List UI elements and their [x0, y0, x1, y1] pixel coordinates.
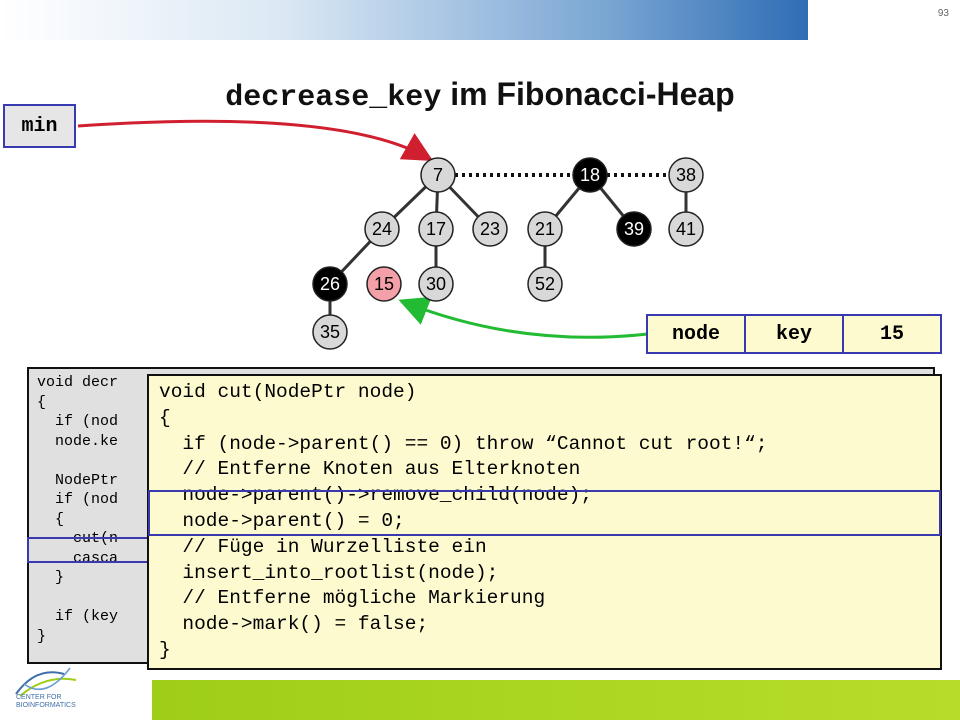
heap-node-39: 39 — [616, 211, 652, 247]
header-gradient-bar — [0, 0, 808, 40]
heap-node-circle — [472, 211, 508, 247]
tree-edges — [328, 173, 688, 332]
heap-node-circle — [527, 211, 563, 247]
node-cell: node — [646, 314, 746, 354]
heap-node-circle — [418, 211, 454, 247]
heap-node-41: 41 — [668, 211, 704, 247]
heap-node-18: 18 — [572, 157, 608, 193]
code-line: node->parent() = 0; — [159, 509, 405, 532]
heap-node-38: 38 — [668, 157, 704, 193]
heap-node-circle — [572, 157, 608, 193]
heap-node-circle — [420, 157, 456, 193]
min-pointer-box: min — [3, 104, 76, 148]
heap-node-label: 38 — [676, 165, 696, 185]
code-line: node->parent()->remove_child(node); — [159, 484, 592, 507]
heap-node-17: 17 — [418, 211, 454, 247]
heap-node-circle — [616, 211, 652, 247]
logo-line2: BIOINFORMATICS — [16, 702, 76, 709]
heap-node-circle — [527, 266, 563, 302]
heap-node-circle — [418, 266, 454, 302]
heap-node-circle — [668, 157, 704, 193]
heap-node-label: 41 — [676, 219, 696, 239]
heap-node-52: 52 — [527, 266, 563, 302]
heap-node-21: 21 — [527, 211, 563, 247]
code-line: { — [37, 393, 47, 411]
heap-node-label: 35 — [320, 322, 340, 342]
code-line: NodePtr — [37, 471, 119, 489]
node-pointer-arrow — [398, 296, 649, 339]
code-line: node.ke — [37, 432, 119, 450]
heap-node-7: 7 — [420, 157, 456, 193]
heap-node-label: 17 — [426, 219, 446, 239]
code-line: // Entferne mögliche Markierung — [159, 587, 546, 610]
code-line: } — [37, 569, 65, 586]
cut-function-code: void cut(NodePtr node) { if (node->parent… — [147, 374, 942, 670]
code-line: { — [159, 406, 171, 429]
title-code: decrease_key — [225, 81, 442, 115]
title-text: im Fibonacci-Heap — [441, 76, 735, 112]
slide-title: decrease_key im Fibonacci-Heap — [0, 76, 960, 115]
heap-node-circle — [312, 314, 348, 350]
code-line: // Füge in Wurzelliste ein — [159, 535, 487, 558]
heap-node-label: 23 — [480, 219, 500, 239]
code-line: if (nod — [37, 491, 119, 508]
heap-node-23: 23 — [472, 211, 508, 247]
heap-node-26: 26 — [312, 266, 348, 302]
code-line: node->mark() = false; — [159, 613, 429, 636]
heap-node-label: 15 — [374, 274, 394, 294]
heap-node-15: 15 — [366, 266, 402, 302]
min-pointer-arrow — [77, 119, 434, 161]
heap-node-label: 24 — [372, 219, 392, 239]
heap-node-circle — [668, 211, 704, 247]
bioinformatics-logo — [15, 667, 77, 697]
code-line: void decr — [37, 374, 119, 391]
heap-node-label: 30 — [426, 274, 446, 294]
value-cell: 15 — [842, 314, 942, 354]
page-number: 93 — [937, 8, 949, 19]
back-code-highlight — [27, 537, 149, 563]
code-line: } — [37, 627, 47, 645]
code-line: void cut(NodePtr node) — [159, 381, 417, 403]
heap-node-30: 30 — [418, 266, 454, 302]
heap-node-label: 21 — [535, 219, 555, 239]
key-cell: key — [744, 314, 844, 354]
code-line: insert_into_rootlist(node); — [159, 561, 499, 584]
heap-node-label: 52 — [535, 274, 555, 294]
node-key-table: node key 15 — [646, 314, 942, 354]
heap-node-label: 18 — [580, 165, 600, 185]
cut-code-highlight — [148, 490, 941, 536]
code-line: if (key — [37, 608, 119, 625]
code-line: if (nod — [37, 413, 119, 430]
heap-node-circle — [364, 211, 400, 247]
heap-node-label: 7 — [433, 165, 443, 185]
heap-node-circle — [312, 266, 348, 302]
logo-line1: CENTER FOR — [16, 694, 62, 701]
heap-node-35: 35 — [312, 314, 348, 350]
heap-node-label: 39 — [624, 219, 644, 239]
code-line: } — [159, 638, 171, 661]
heap-node-24: 24 — [364, 211, 400, 247]
footer-gradient-bar — [152, 680, 960, 720]
heap-node-label: 26 — [320, 274, 340, 294]
heap-node-circle — [366, 266, 402, 302]
code-line: // Entferne Knoten aus Elterknoten — [159, 458, 581, 481]
code-line: { — [37, 510, 65, 528]
code-line: if (node->parent() == 0) throw “Cannot c… — [159, 432, 768, 455]
heap-nodes: 7 18 38 24 17 23 21 39 41 26 15 30 52 35 — [312, 157, 704, 350]
